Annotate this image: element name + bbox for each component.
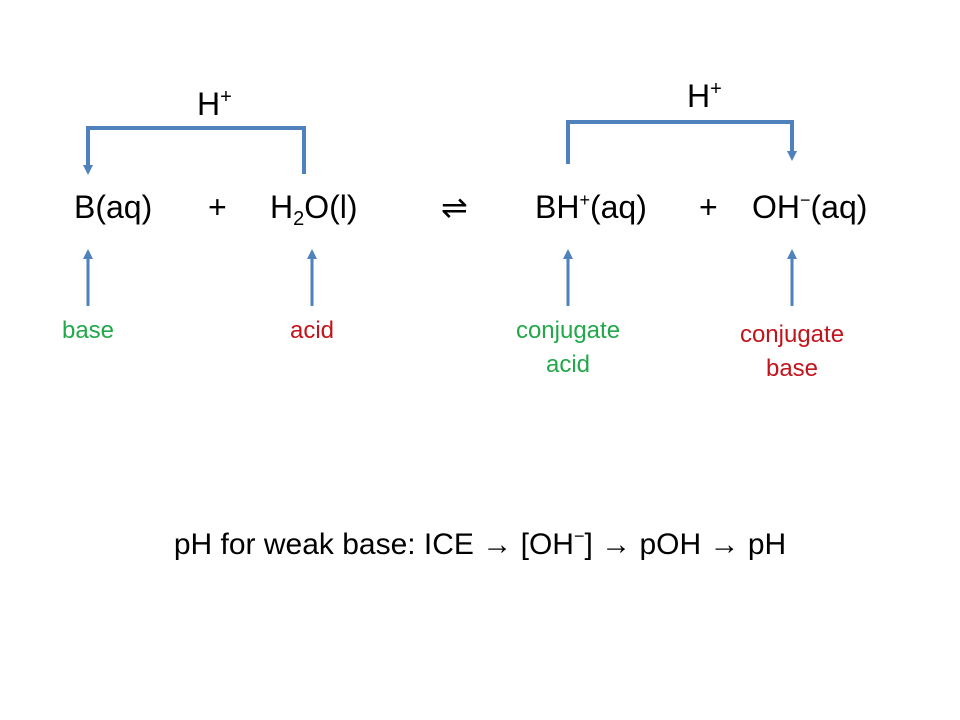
label-conjugate-base: conjugate base [722,318,862,385]
oh-main: OH [752,189,800,225]
bh-charge: + [579,190,590,210]
bh-state: (aq) [589,189,647,225]
proton-transfer-arrow-right [566,120,797,164]
bh-main: BH [535,189,580,225]
oh-charge: − [800,190,811,210]
label-line: base [765,354,819,382]
proton-transfer-arrow-left [83,126,306,175]
proton-charge: + [710,78,722,100]
summary-text: pH for weak base: ICE → [OH−] → pOH → pH [0,527,960,561]
proton-symbol: H [197,86,221,122]
proton-label-right: H+ [687,78,722,114]
proton-label-left: H+ [197,86,232,122]
oh-state: (aq) [810,189,868,225]
product-hydroxide: OH−(aq) [752,191,867,223]
label-line: acid [545,350,591,378]
water-rest: O(l) [304,189,358,225]
plus-sign-right: + [699,189,718,225]
label-base: base [61,317,115,344]
summary-suffix: ] → pOH → pH [584,528,787,561]
equilibrium-arrow: ⇌ [441,189,468,225]
label-conjugate-acid: conjugate acid [498,314,638,381]
water-subscript: 2 [293,208,305,230]
proton-symbol: H [687,78,711,114]
summary-charge: − [573,526,585,546]
proton-charge: + [220,86,232,108]
plus-sign-left: + [208,189,227,225]
label-line: conjugate [739,321,845,348]
water-h: H [270,189,294,225]
product-conjugate-acid: BH+(aq) [535,191,647,223]
reactant-base: B(aq) [74,189,153,225]
reactant-water: H2O(l) [270,189,358,229]
label-acid: acid [289,317,335,344]
label-line: conjugate [515,317,621,344]
summary-prefix: pH for weak base: ICE → [OH [173,528,574,561]
